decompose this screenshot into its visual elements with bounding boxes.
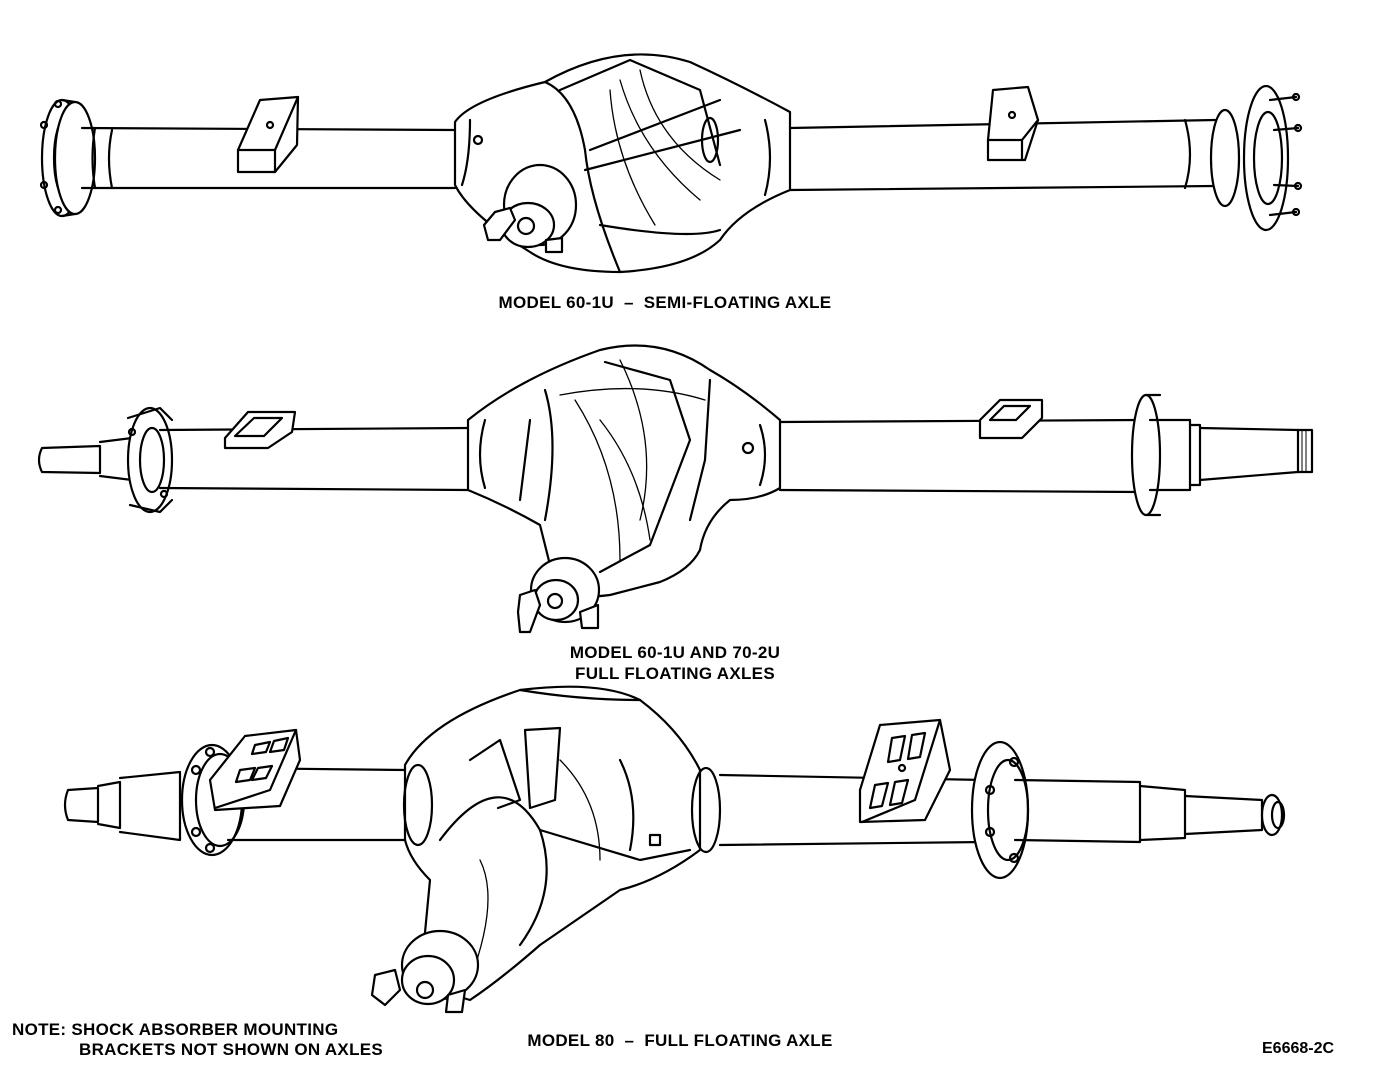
- full-floating-axle-60-70-illustration: [37, 344, 1314, 634]
- model-80-axle-illustration: [63, 685, 1286, 1014]
- figure-code: E6668-2C: [1262, 1040, 1335, 1057]
- note-line-2: BRACKETS NOT SHOWN ON AXLES: [79, 1040, 384, 1059]
- full-floating-axle-caption-line2: FULL FLOATING AXLES: [575, 664, 775, 683]
- model-80-axle-caption: MODEL 80 – FULL FLOATING AXLE: [527, 1031, 833, 1050]
- semi-floating-axle-caption: MODEL 60-1U – SEMI-FLOATING AXLE: [498, 293, 832, 312]
- full-floating-axle-caption-line1: MODEL 60-1U AND 70-2U: [569, 643, 781, 662]
- semi-floating-axle-illustration: [39, 53, 1303, 274]
- shock-absorber-note: NOTE: SHOCK ABSORBER MOUNTING BRACKETS N…: [12, 1020, 383, 1060]
- note-line-1: NOTE: SHOCK ABSORBER MOUNTING: [12, 1020, 339, 1039]
